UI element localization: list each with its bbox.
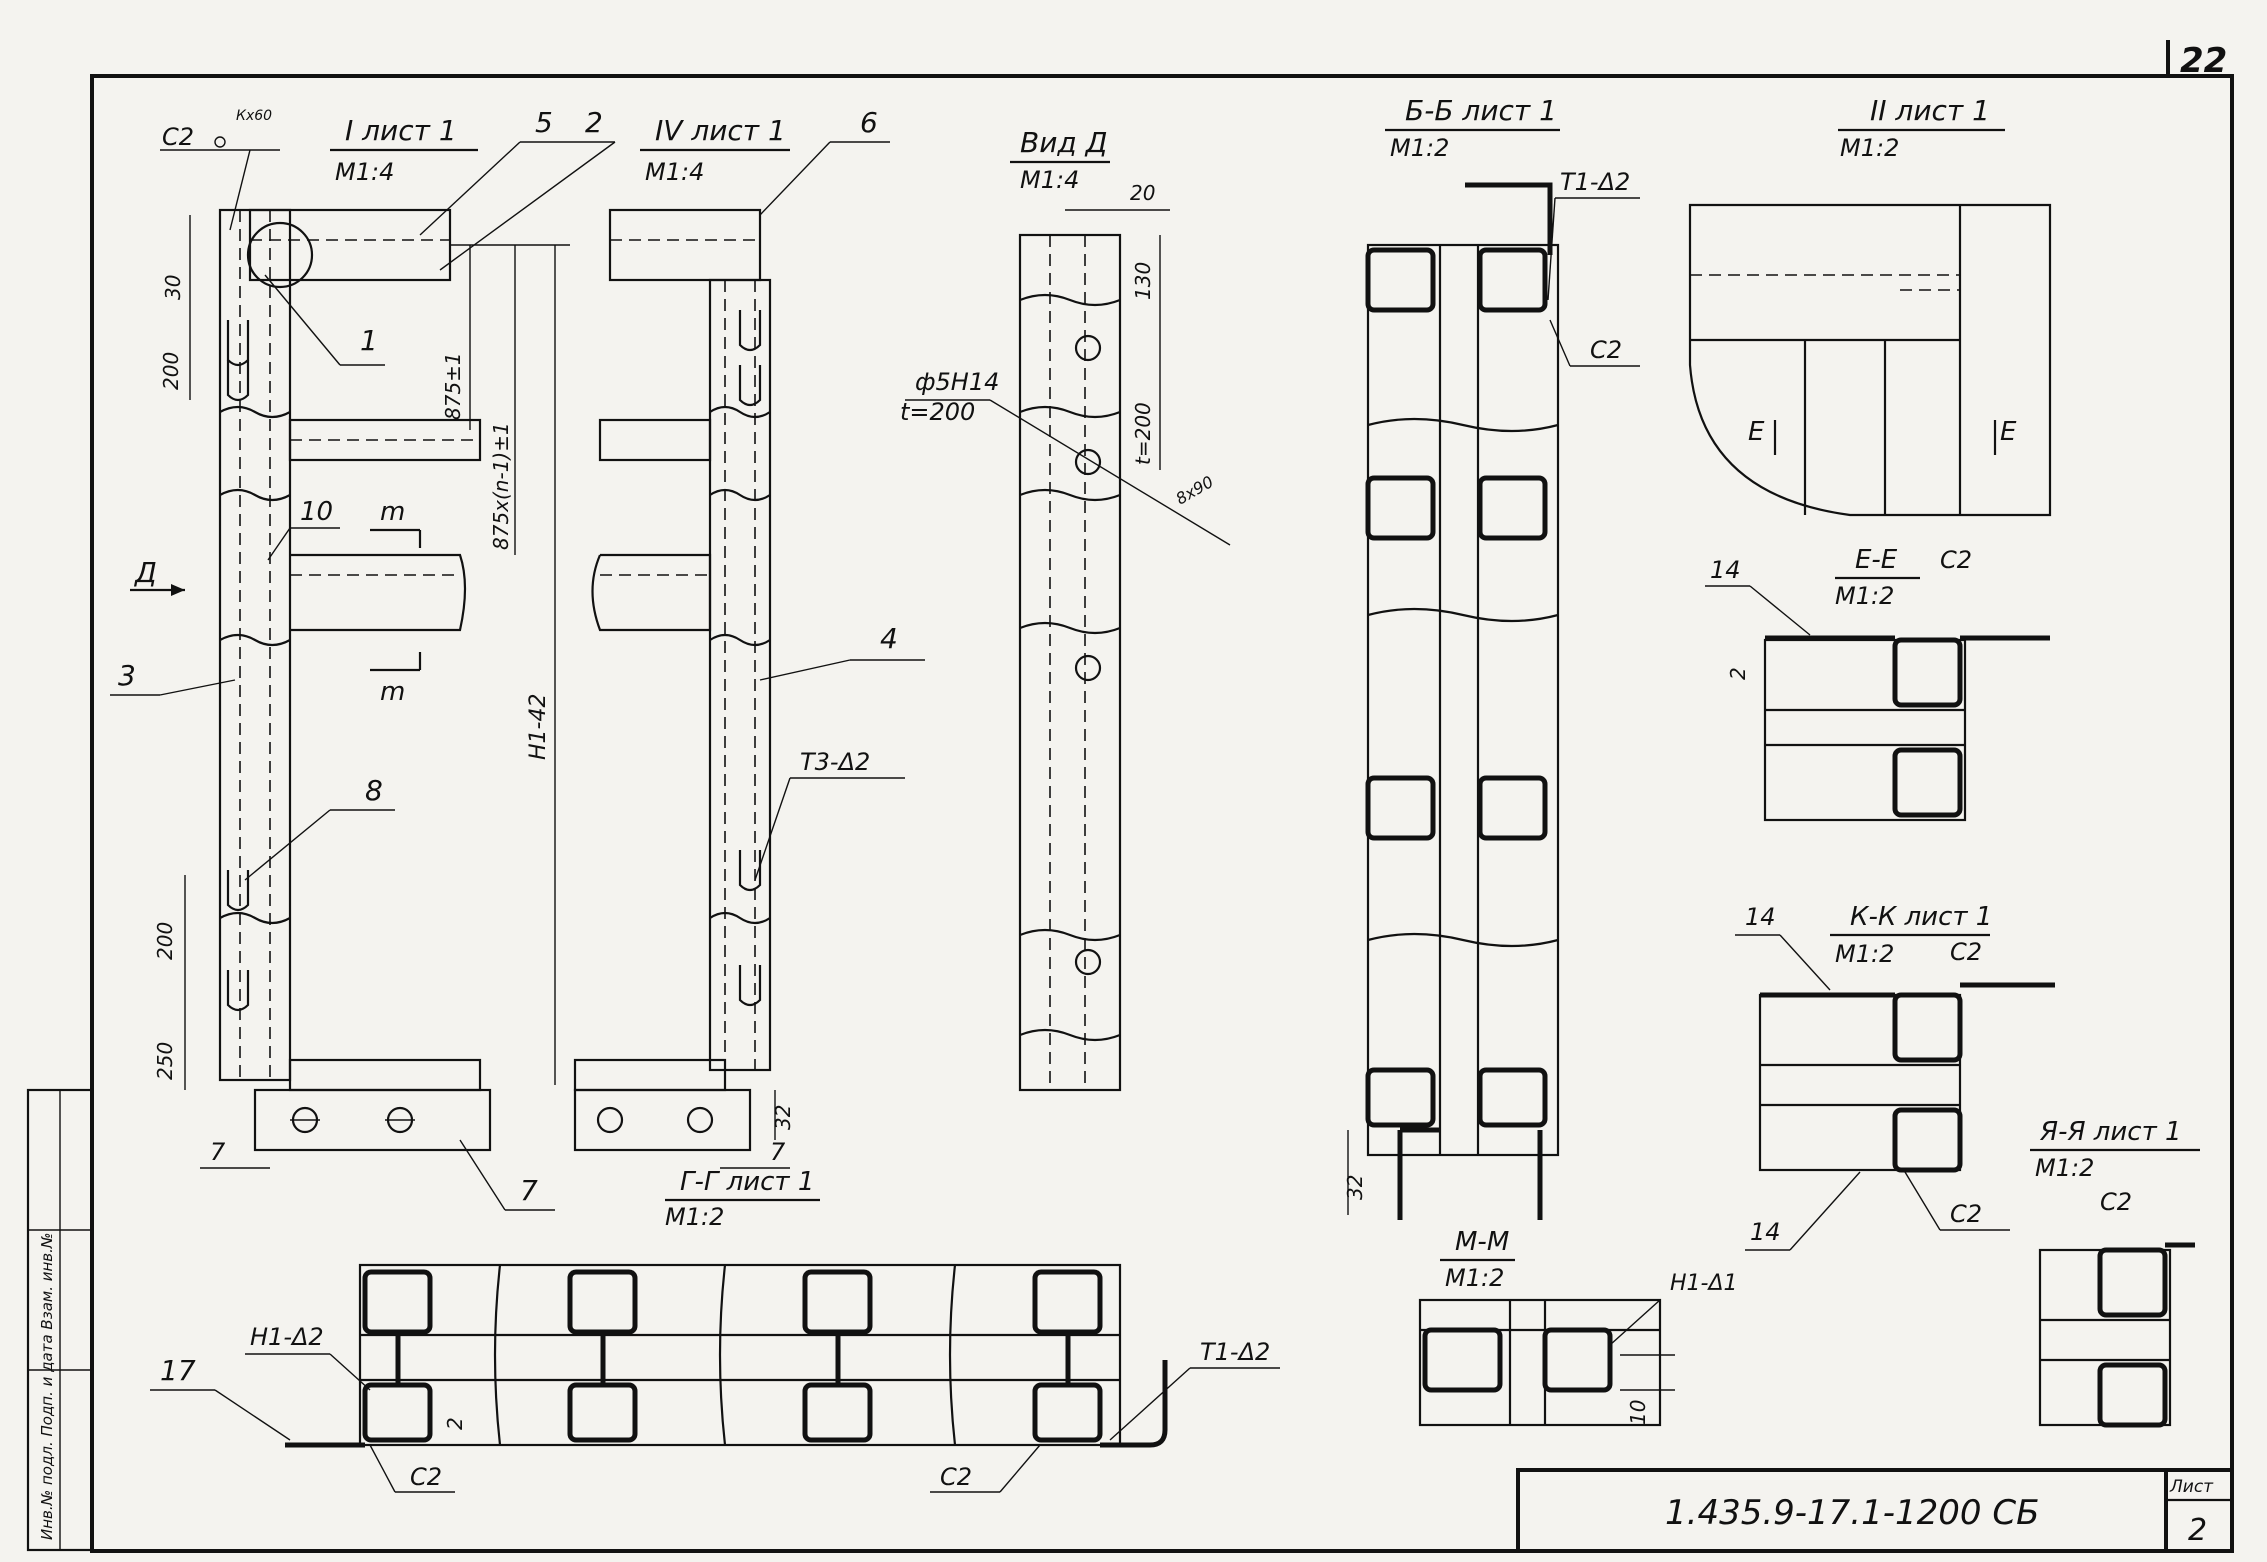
view-D-title: Вид Д: [1020, 126, 1108, 159]
callout-3: 3: [118, 659, 136, 692]
cut-E1: Е: [1748, 417, 1765, 447]
callout-4: 4: [880, 622, 898, 655]
callout-14a: 14: [1710, 556, 1741, 584]
dim-8x90: 8х90: [1173, 472, 1217, 508]
dim-200b: 200: [153, 922, 177, 960]
weld-k60: Кх60: [236, 108, 272, 124]
view-I-title: I лист 1: [345, 114, 457, 147]
weld-c2-b1: С2: [410, 1463, 442, 1491]
view-II-title: II лист 1: [1870, 94, 1990, 127]
callout-7: 7: [520, 1174, 538, 1207]
callout-6: 6: [860, 106, 878, 139]
sheet-number: 2: [2188, 1513, 2207, 1548]
weld-c2-b2: С2: [940, 1463, 972, 1491]
view-I-scale: М1:4: [335, 158, 394, 186]
callout-10: 10: [300, 497, 333, 527]
callout-D: Д: [133, 556, 157, 589]
sec-GG-scale: М1:2: [665, 1203, 724, 1231]
sec-MM-scale: М1:2: [1445, 1264, 1504, 1292]
sec-YY-scale: М1:2: [2035, 1154, 2094, 1182]
dim-H1: Н1-42: [526, 694, 551, 760]
callout-17: 17: [160, 1354, 196, 1387]
callout-8: 8: [365, 774, 383, 807]
view-I: I лист 1 М1:4 С2 Кх60: [110, 106, 616, 1211]
hole-t: t=200: [900, 398, 975, 426]
view-IV: IV лист 1 М1:4 6 4 Т3-Δ2 7 32: [573, 106, 925, 1231]
dim-2b: 2: [443, 1417, 467, 1430]
dim-875m: 875х(n-1)±1: [489, 422, 513, 550]
callout-2: 2: [585, 106, 603, 139]
weld-c2-kk1: С2: [1950, 938, 1982, 966]
weld-t1-bb: Т1-Δ2: [1560, 168, 1630, 196]
dim-32b: 32: [1343, 1175, 1367, 1200]
callout-5: 5: [535, 106, 553, 139]
sec-EE-title: Е-Е: [1855, 545, 1898, 575]
dim-875: 875±1: [441, 352, 465, 420]
weld-c2-yy: С2: [2100, 1188, 2132, 1216]
weld-t1-bottom: Т1-Δ2: [1200, 1338, 1270, 1366]
sheet-number-top: 22: [2180, 41, 2227, 81]
view-IV-title: IV лист 1: [655, 114, 786, 147]
sec-EE-scale: М1:2: [1835, 582, 1894, 610]
weld-c2-kk2: С2: [1950, 1200, 1982, 1228]
sheet-label: Лист: [2169, 1477, 2214, 1497]
view-D-scale: М1:4: [1020, 166, 1079, 194]
callout-14c: 14: [1750, 1218, 1781, 1246]
view-D: Вид Д М1:4 20 130 t=200 8х90 ф5Н14 t=200: [900, 126, 1231, 1092]
sec-MM-title: М-М: [1455, 1227, 1509, 1257]
sec-BB-scale: М1:2: [1390, 134, 1449, 162]
section-MM: М-М М1:2 Н1-Δ1 10: [1418, 1227, 1738, 1427]
hole-d: ф5Н14: [915, 368, 999, 396]
sheet-frame: [90, 74, 2234, 1553]
bottom-section: 17 Н1-Δ2 С2 2 С2 Т1-Δ2: [150, 1263, 1280, 1493]
section-EE: Е-Е М1:2 С2 14 2: [1705, 545, 2050, 822]
dim-7b: 7: [770, 1138, 786, 1166]
weld-t3: Т3-Δ2: [800, 748, 870, 776]
cut-E2: Е: [2000, 417, 2017, 447]
sec-KK-scale: М1:2: [1835, 940, 1894, 968]
weld-c2-bb: С2: [1590, 336, 1622, 364]
sec-KK-title: К-К лист 1: [1850, 902, 1992, 932]
document-code: 1.435.9-17.1-1200 СБ: [1665, 1493, 2039, 1533]
dim-20: 20: [1130, 181, 1155, 205]
dim-7a: 7: [210, 1138, 226, 1166]
callout-14b: 14: [1745, 903, 1776, 931]
sec-BB-title: Б-Б лист 1: [1405, 94, 1557, 127]
view-II-scale: М1:2: [1840, 134, 1899, 162]
view-IV-scale: М1:4: [645, 158, 704, 186]
weld-h1-mm: Н1-Δ1: [1670, 1271, 1738, 1296]
weld-h1-bottom: Н1-Δ2: [250, 1323, 324, 1351]
dim-130: 130: [1131, 262, 1155, 300]
section-YY: Я-Я лист 1 М1:2 С2: [2030, 1117, 2200, 1428]
callout-m2: m: [380, 677, 405, 707]
dim-200a: 200: [159, 352, 183, 390]
dim-250: 250: [153, 1042, 177, 1080]
dim-30: 30: [161, 275, 185, 300]
callout-1: 1: [360, 324, 378, 357]
side-stamp-text: Инв.№ подл. Подп. и дата Взам. инв.№: [38, 1232, 56, 1540]
dim-t200: t=200: [1131, 402, 1155, 465]
weld-c2-top: С2: [162, 123, 194, 151]
dim-2a: 2: [1726, 667, 1750, 680]
title-block: [1516, 1468, 2234, 1553]
section-BB: Б-Б лист 1 М1:2 Т1-Δ2 С2 32: [1343, 94, 1640, 1220]
sec-YY-title: Я-Я лист 1: [2039, 1117, 2182, 1147]
sec-GG-title: Г-Г лист 1: [680, 1167, 814, 1197]
view-II: II лист 1 М1:2 Е Е: [1688, 94, 2052, 517]
dim-10: 10: [1626, 1400, 1650, 1425]
weld-c2-ee: С2: [1940, 546, 1972, 574]
section-KK: К-К лист 1 М1:2 С2 14 14 С2: [1735, 902, 2055, 1251]
callout-m1: m: [380, 497, 405, 527]
